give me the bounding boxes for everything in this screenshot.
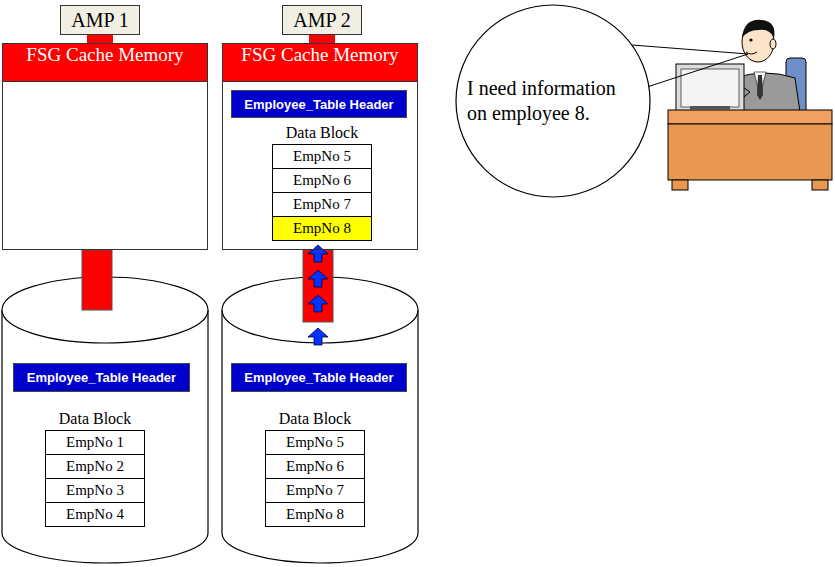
up-arrow [308,295,328,312]
up-arrow [308,328,328,345]
header-label: Employee_Table Header [244,97,393,112]
table-header-box: Employee_Table Header [231,90,407,118]
cache-link [87,35,113,43]
row-box: EmpNo 7 [272,192,372,217]
keyboard [690,106,730,110]
speech-text: I need information on employee 8. [467,76,639,126]
cache-title: FSG Cache Memory [3,44,207,82]
row-label: EmpNo 6 [293,172,351,189]
speech-bubble: I need information on employee 8. [455,4,651,198]
row-label: EmpNo 7 [293,196,351,213]
desk-leg [672,180,688,190]
cylinder-body [222,310,418,563]
bubble-ellipse [456,5,650,197]
ear [770,39,776,49]
cache-memory-panel: FSG Cache Memory [2,43,208,250]
row-box: EmpNo 7 [265,478,365,503]
row-box: EmpNo 5 [265,430,365,455]
data-block-label: Data Block [45,408,145,430]
tail-line [644,54,748,88]
cache-link [309,35,335,43]
io-channel [82,250,112,310]
row-label: EmpNo 5 [286,434,344,451]
monitor [676,64,744,112]
hair [742,20,775,38]
tie [757,75,763,100]
row-box: EmpNo 6 [272,168,372,193]
cache-memory-panel: Employee_Table HeaderEmpNo 5EmpNo 6EmpNo… [222,43,418,250]
desk-leg [812,180,828,190]
table-header-box: Employee_Table Header [231,363,407,392]
cache-title: FSG Cache Memory [223,44,417,82]
bubble-outline [455,4,651,198]
desk-top [668,110,832,124]
row-box: EmpNo 1 [45,430,145,455]
data-block-group: EmpNo 1 EmpNo 2 EmpNo 3 EmpNo 4 Data Block [45,408,145,530]
header-label: Employee_Table Header [244,370,393,385]
row-box: EmpNo 2 [45,454,145,479]
row-box: EmpNo 6 [265,454,365,479]
user-at-desk [668,20,832,190]
row-box: EmpNo 4 [45,502,145,527]
eye [749,38,752,41]
highlighted-row-box: EmpNo 8 [272,216,372,241]
row-label: EmpNo 6 [286,458,344,475]
data-block-label: Data Block [265,408,365,430]
row-box: EmpNo 5 [272,144,372,169]
amp-box: AMP 1 [60,5,140,35]
cylinder-body [2,310,208,563]
data-flow-arrows [308,245,328,345]
row-label: EmpNo 5 [293,148,351,165]
amp-label: AMP 1 [71,9,129,32]
data-block-group: EmpNo 5 EmpNo 6 EmpNo 7 EmpNo 8 Data Block [265,408,365,530]
row-label: EmpNo 2 [66,458,124,475]
monitor-screen [681,69,739,107]
disk-cylinder [2,277,208,563]
row-label: EmpNo 3 [66,482,124,499]
amp-box: AMP 2 [282,5,362,35]
row-label: EmpNo 8 [293,220,351,237]
table-header-box: Employee_Table Header [13,363,190,392]
row-box: EmpNo 3 [45,478,145,503]
data-block-group: EmpNo 5 EmpNo 6 EmpNo 7 EmpNo 8 Data Block [272,122,372,244]
speech-tail [632,45,748,88]
data-block-label: Data Block [272,122,372,144]
desk-front [668,124,832,180]
row-box: EmpNo 8 [265,502,365,527]
up-arrow [308,270,328,287]
row-label: EmpNo 7 [286,482,344,499]
up-arrow [308,245,328,262]
row-label: EmpNo 4 [66,506,124,523]
tail-line [632,45,748,54]
header-label: Employee_Table Header [27,370,176,385]
row-label: EmpNo 1 [66,434,124,451]
amp-label: AMP 2 [293,9,351,32]
row-label: EmpNo 8 [286,506,344,523]
